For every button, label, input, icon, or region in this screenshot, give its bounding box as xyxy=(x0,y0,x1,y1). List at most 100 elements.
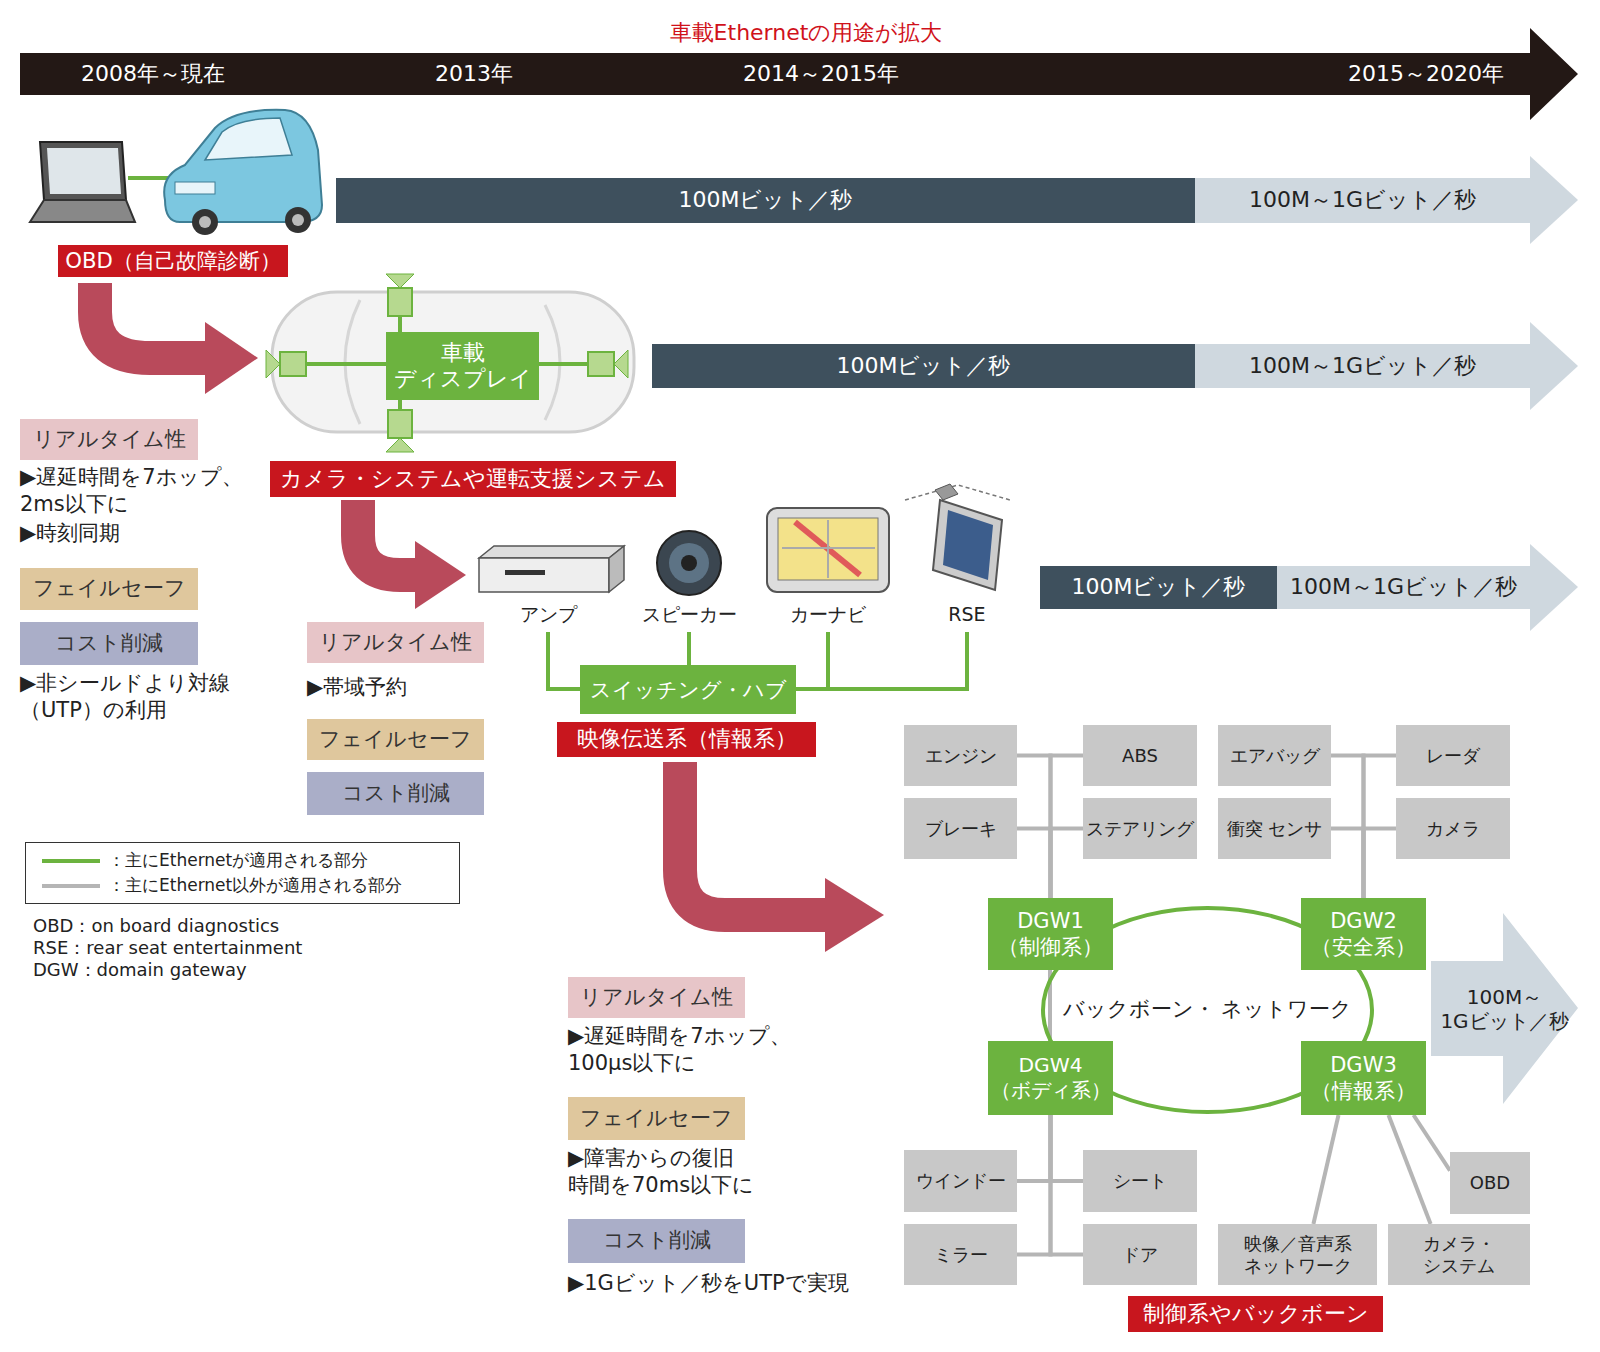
speed-band: 100M～1Gビット／秒 xyxy=(1195,178,1530,223)
node-text: エンジン xyxy=(925,745,997,767)
ethernet-box: スイッチング・ハブ xyxy=(580,665,796,714)
node-text: フェイルセーフ xyxy=(319,727,472,752)
node-text: 100Mビット／秒 xyxy=(1072,574,1246,600)
ecu-box: エアバッグ xyxy=(1218,725,1331,786)
ecu-box: ドア xyxy=(1083,1224,1197,1285)
node-text: ミラー xyxy=(934,1244,988,1266)
annotation: ▶時刻同期 xyxy=(20,520,220,547)
ecu-box: ブレーキ xyxy=(904,798,1017,859)
arrow-shape xyxy=(1431,913,1578,1104)
legend-box: ：主にEthernetが適用される部分：主にEthernet以外が適用される部分 xyxy=(25,842,460,904)
annotation: OBD：on board diagnostics xyxy=(33,914,453,937)
requirement-tag: コスト削減 xyxy=(307,772,484,815)
node-text: 100M～ 1Gビット／秒 xyxy=(1437,985,1572,1033)
ethernet-box: 車載 ディスプレイ xyxy=(386,332,539,400)
node-text: OBD xyxy=(1470,1172,1510,1194)
ecu-box: 衝突 センサ xyxy=(1218,798,1331,859)
node-text: ウインドー xyxy=(916,1170,1006,1192)
ecu-box: OBD xyxy=(1450,1152,1530,1214)
speed-arrow: 100M～ 1Gビット／秒 xyxy=(1431,913,1578,1104)
speed-band: 100M～1Gビット／秒 xyxy=(1277,566,1530,609)
bus-connector xyxy=(1017,1115,1051,1181)
category-label: 制御系やバックボーン xyxy=(1128,1296,1383,1332)
node-text: カメラ・ システム xyxy=(1394,1233,1524,1276)
legend-line xyxy=(42,859,100,863)
annotation: ▶遅延時間を7ホップ、 2ms以下に xyxy=(20,464,290,519)
annotation: RSE：rear seat entertainment xyxy=(33,936,453,959)
annotation: ▶非シールドより対線 （UTP）の利用 xyxy=(20,670,280,725)
annotation: ▶帯域予約 xyxy=(307,674,507,701)
node-text: カメラ・システムや運転支援システム xyxy=(280,466,666,492)
timeline-label: 2013年 xyxy=(404,60,544,89)
band-arrowhead xyxy=(1530,156,1578,244)
band-arrowhead xyxy=(1530,322,1578,410)
ecu-box: エンジン xyxy=(904,725,1017,786)
legend-line xyxy=(42,884,100,888)
node-text: コスト削減 xyxy=(55,631,163,656)
requirement-tag: フェイルセーフ xyxy=(307,719,484,760)
annotation: ▶障害からの復旧 時間を70ms以下に xyxy=(568,1145,838,1200)
legend-line-sample xyxy=(34,881,104,891)
ecu-box: カメラ・ システム xyxy=(1388,1224,1530,1285)
ecu-box: ステアリング xyxy=(1083,798,1197,859)
legend-line-sample xyxy=(34,856,104,866)
node-text: リアルタイム性 xyxy=(580,985,733,1010)
bus-connector xyxy=(1017,756,1051,899)
legend-row: ：主にEthernet以外が適用される部分 xyxy=(34,874,402,897)
speed-band: 100Mビット／秒 xyxy=(652,344,1195,388)
node-text: スイッチング・ハブ xyxy=(590,677,787,702)
node-text: コスト削減 xyxy=(603,1228,711,1253)
gateway-box: DGW4 （ボディ系） xyxy=(988,1041,1113,1115)
node-text: DGW3 （情報系） xyxy=(1305,1052,1422,1105)
ecu-box: シート xyxy=(1083,1150,1197,1212)
node-text: DGW2 （安全系） xyxy=(1305,908,1422,961)
bus-connector xyxy=(1331,829,1364,899)
speed-band: 100M～1Gビット／秒 xyxy=(1195,344,1530,388)
speed-band: 100Mビット／秒 xyxy=(336,178,1195,223)
ecu-box: ミラー xyxy=(904,1224,1017,1285)
ecu-box: カメラ xyxy=(1396,798,1510,859)
node-text: カメラ xyxy=(1426,818,1480,840)
bus-connector xyxy=(1313,1115,1338,1224)
gateway-box: DGW2 （安全系） xyxy=(1301,898,1426,970)
node-text: DGW1 （制御系） xyxy=(992,908,1109,961)
diagram-title: 車載Ethernetの用途が拡大 xyxy=(556,18,1056,48)
node-text: 車載 ディスプレイ xyxy=(392,340,533,393)
bus-connector xyxy=(1331,756,1364,899)
bus-connector xyxy=(1364,829,1397,899)
band-arrowhead xyxy=(1530,544,1578,631)
car-side-illustration xyxy=(164,110,322,235)
node-text: OBD（自己故障診断） xyxy=(65,248,281,273)
node-text: リアルタイム性 xyxy=(33,427,186,452)
bus-connector xyxy=(1051,1115,1084,1255)
node-text: シート xyxy=(1113,1170,1167,1192)
requirement-tag: コスト削減 xyxy=(568,1219,745,1263)
node-text: ステアリング xyxy=(1086,818,1194,840)
node-text: 映像伝送系（情報系） xyxy=(577,726,797,752)
node-text: 映像／音声系 ネットワーク xyxy=(1224,1233,1371,1276)
gateway-box: DGW3 （情報系） xyxy=(1301,1041,1426,1115)
bus-connector xyxy=(1017,1115,1051,1255)
bus-connector xyxy=(1051,1115,1084,1181)
annotation: カーナビ xyxy=(773,602,883,627)
node-text: バックボーン・ ネットワーク xyxy=(1063,997,1353,1022)
bus-connector xyxy=(1017,829,1051,899)
requirement-tag: リアルタイム性 xyxy=(20,419,198,460)
annotation: DGW：domain gateway xyxy=(33,958,453,981)
annotation: アンプ xyxy=(500,602,596,627)
legend-text: ：主にEthernet以外が適用される部分 xyxy=(108,874,402,897)
ecu-box: 映像／音声系 ネットワーク xyxy=(1218,1224,1377,1285)
node-text: 衝突 センサ xyxy=(1227,818,1323,840)
requirement-tag: フェイルセーフ xyxy=(20,568,198,610)
node-text: 100Mビット／秒 xyxy=(679,187,853,213)
node-text: エアバッグ xyxy=(1230,745,1320,767)
category-label: 映像伝送系（情報系） xyxy=(557,722,816,757)
bus-connector xyxy=(1364,756,1397,899)
node-text: レーダ xyxy=(1426,745,1480,767)
node-text: ブレーキ xyxy=(925,818,997,840)
ecu-box: ABS xyxy=(1083,725,1197,786)
category-label: OBD（自己故障診断） xyxy=(58,245,288,277)
requirement-tag: リアルタイム性 xyxy=(307,622,484,663)
annotation: スピーカー xyxy=(634,602,744,627)
